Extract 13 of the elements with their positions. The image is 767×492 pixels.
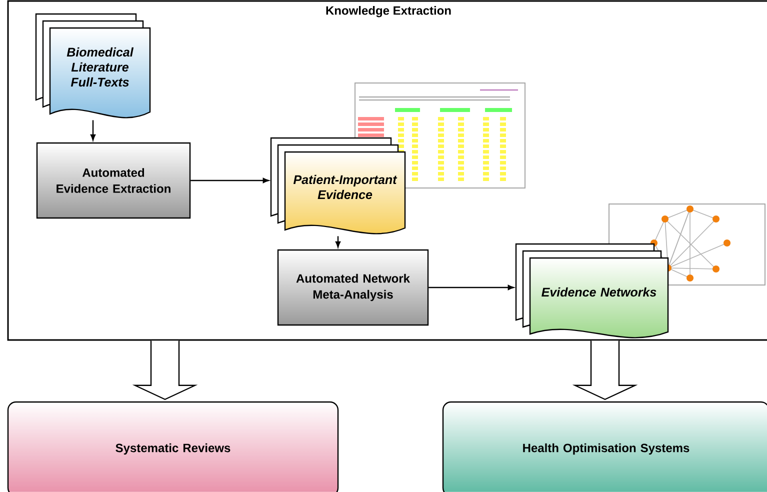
arrow xyxy=(190,178,269,184)
output-box: Systematic Reviews xyxy=(7,401,339,492)
output-box: Health Optimisation Systems xyxy=(442,401,767,492)
process-box: Automated Evidence Extraction xyxy=(36,142,191,219)
arrow xyxy=(428,284,514,290)
document-stack: Evidence Networks xyxy=(515,243,669,338)
document-stack: Patient-Important Evidence xyxy=(270,137,406,234)
arrow xyxy=(335,236,341,248)
block-arrow xyxy=(572,340,638,400)
process-box: Automated Network Meta-Analysis xyxy=(277,249,429,326)
document-stack: Biomedical Literature Full-Texts xyxy=(35,13,151,118)
arrow xyxy=(90,120,96,141)
block-arrow xyxy=(132,340,198,400)
